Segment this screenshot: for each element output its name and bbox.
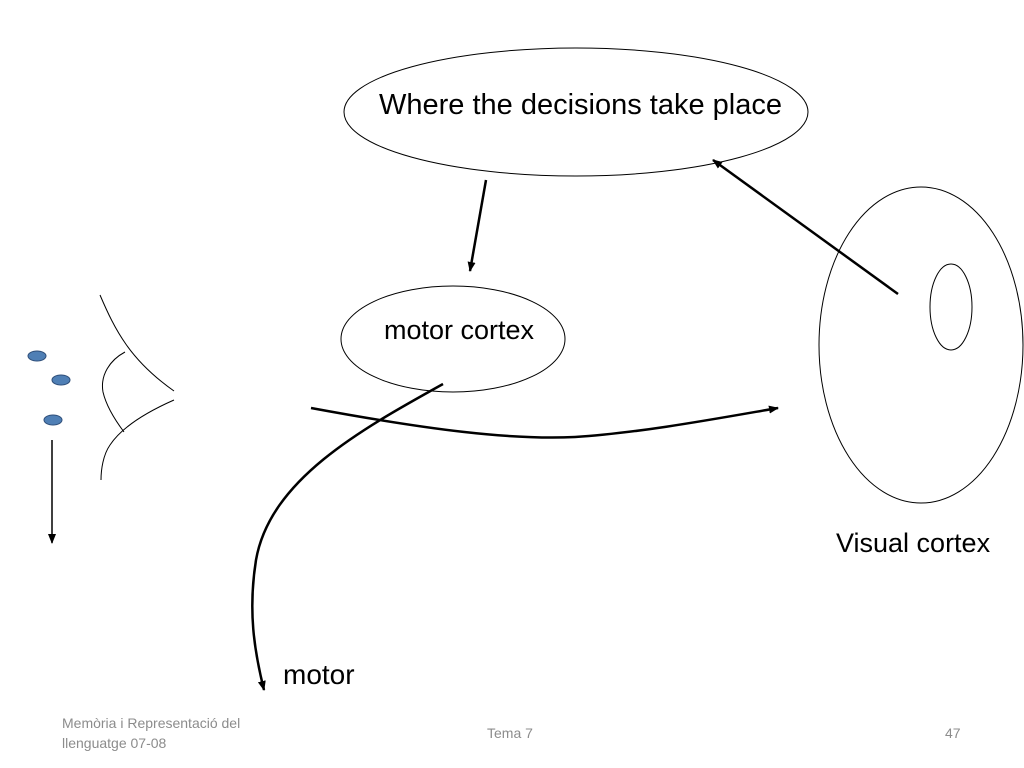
stimulus-dot xyxy=(51,374,71,386)
motor-cortex-label: motor cortex xyxy=(384,315,535,345)
footer-topic: Tema 7 xyxy=(487,725,533,741)
footer-course-line1: Memòria i Representació del xyxy=(62,715,241,731)
footer-course-line2: llenguatge 07-08 xyxy=(62,735,167,751)
eye-to-visual-cortex-arrow xyxy=(310,405,779,439)
visual-cortex-label: Visual cortex xyxy=(836,528,991,558)
footer-course: Memòria i Representació del llenguatge 0… xyxy=(62,713,282,753)
eye-drawing xyxy=(99,294,175,481)
visual-cortex-inner-ellipse xyxy=(929,263,973,351)
visual-to-decision-arrow xyxy=(712,158,899,296)
slide-number: 47 xyxy=(945,725,961,741)
motor-label: motor xyxy=(283,659,355,690)
motor-cortex-ellipse xyxy=(340,285,566,393)
decision-to-motor-arrow xyxy=(467,179,488,272)
decision-area-label: Where the decisions take place xyxy=(379,89,782,121)
visual-cortex-ellipse xyxy=(818,186,1024,504)
stimulus-dot xyxy=(27,350,47,362)
stimulus-dot xyxy=(43,414,63,426)
motor-cortex-to-motor-arrow xyxy=(251,382,444,691)
decision-area-ellipse xyxy=(343,47,809,177)
